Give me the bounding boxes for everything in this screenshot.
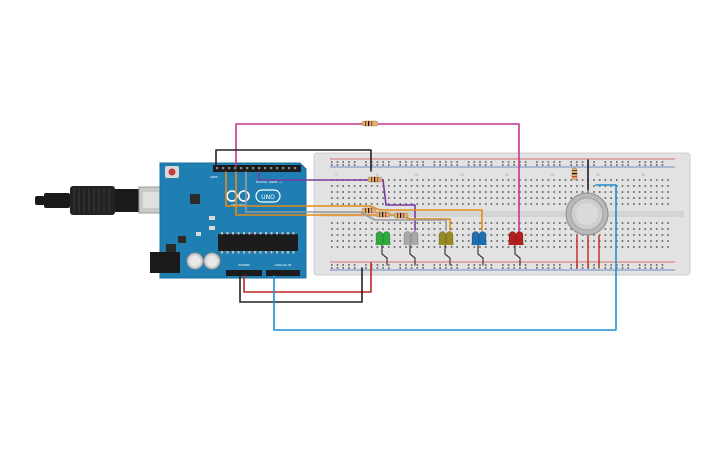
power-pin-header[interactable] — [226, 270, 262, 276]
resistor[interactable] — [361, 207, 377, 214]
aref-label: AREF — [210, 175, 218, 179]
breadboard-column-number: 1 — [335, 173, 337, 177]
led[interactable] — [375, 231, 391, 245]
arduino-logo — [226, 189, 281, 203]
arduino-brand-text: ARDUINO — [231, 203, 246, 207]
resistor[interactable] — [367, 176, 383, 183]
breadboard-column-number: 15 — [460, 173, 464, 177]
wire-black-gnd-bottom[interactable] — [239, 267, 363, 303]
breadboard-column-number: 35 — [641, 173, 645, 177]
resistor[interactable] — [375, 211, 391, 218]
analog-pin-header[interactable] — [266, 270, 300, 276]
wire-purple[interactable] — [258, 171, 416, 231]
wire-black-gnd-top[interactable] — [215, 149, 372, 172]
usb-cable[interactable] — [35, 186, 164, 215]
power-header-label: POWER — [238, 263, 249, 267]
led[interactable] — [471, 231, 487, 245]
led[interactable] — [403, 231, 419, 245]
breadboard-column-number: 5 — [376, 173, 378, 177]
wire-gray[interactable] — [245, 171, 447, 231]
wire-red-power[interactable] — [243, 262, 372, 293]
led[interactable] — [508, 231, 524, 245]
uno-logo-text: UNO — [261, 194, 275, 201]
breadboard-column-number: 30 — [596, 173, 600, 177]
breadboard-column-number: 20 — [505, 173, 509, 177]
led[interactable] — [438, 231, 454, 245]
breadboard-column-number: 25 — [550, 173, 554, 177]
resistor[interactable] — [361, 120, 379, 127]
dc-power-jack[interactable] — [150, 252, 180, 273]
gas-sensor[interactable] — [565, 192, 609, 236]
wire-blue-analog[interactable] — [273, 184, 617, 331]
digital-pin-header[interactable] — [213, 165, 301, 172]
breadboard-column-number: 10 — [414, 173, 418, 177]
digital-header-label: DIGITAL (PWM ~) — [256, 180, 282, 184]
arduino-uno-board[interactable]: DIGITAL (PWM ~) UNO ARDUINO POWER ANALOG… — [150, 162, 307, 279]
atmega-chip — [218, 234, 298, 251]
resistor[interactable] — [571, 167, 578, 181]
analog-header-label: ANALOG IN — [275, 263, 292, 267]
usb-chip — [190, 194, 200, 204]
resistor[interactable] — [393, 212, 409, 219]
